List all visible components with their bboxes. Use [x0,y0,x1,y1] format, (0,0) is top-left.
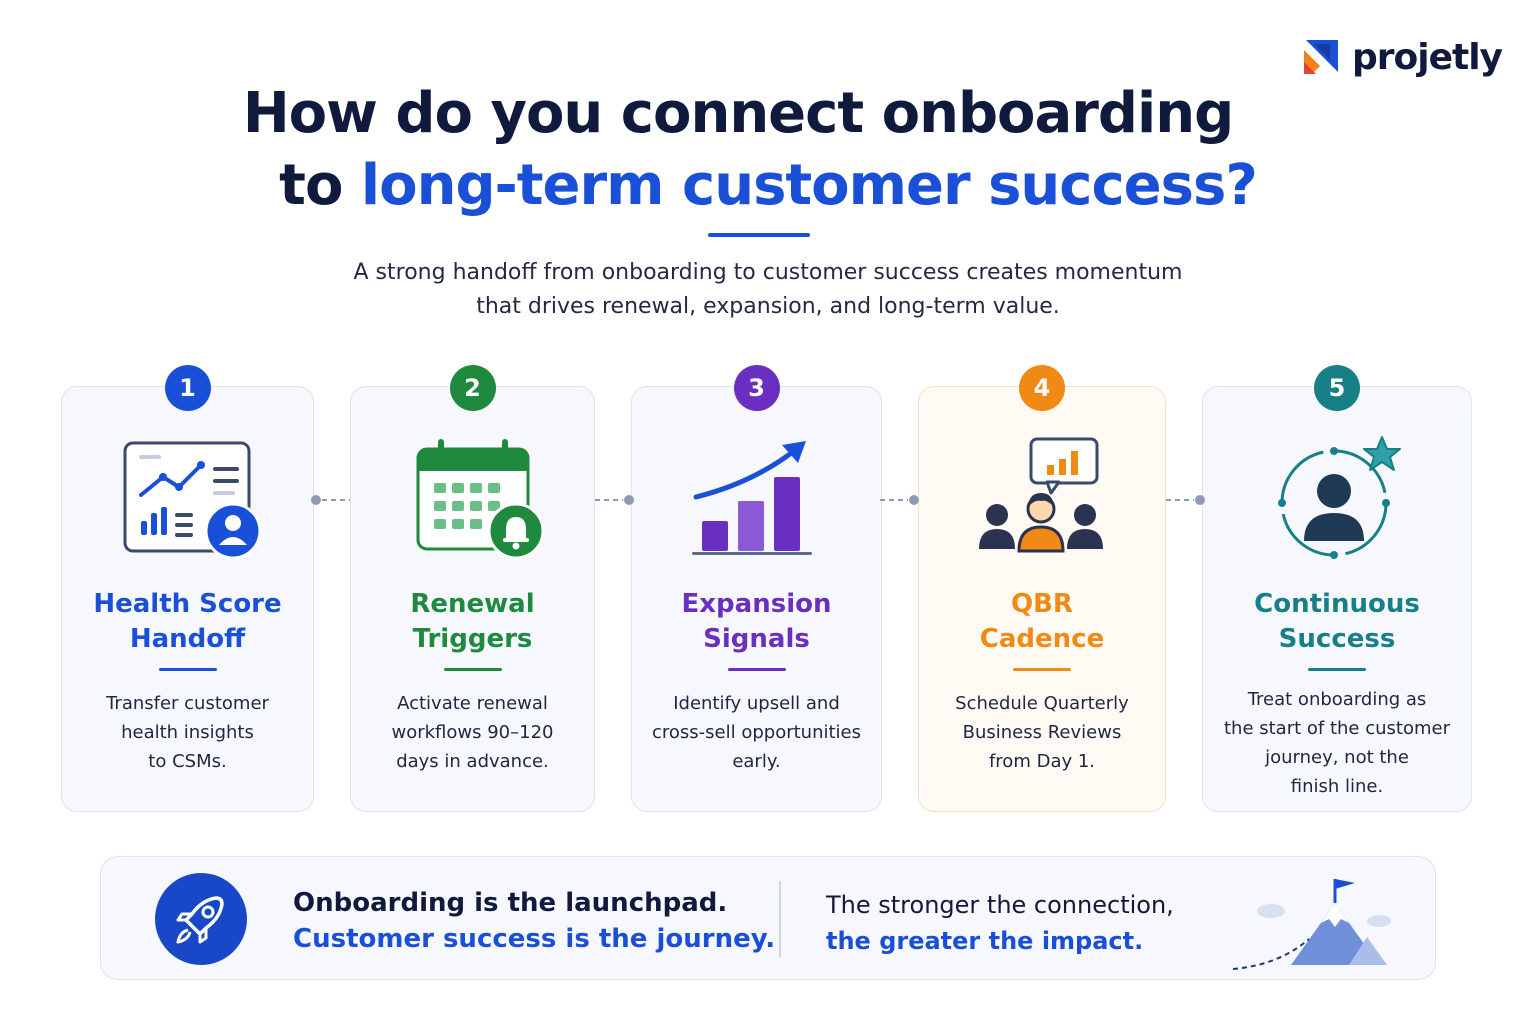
banner-right-text: The stronger the connection, the greater… [826,887,1174,959]
step-title-line-1: Health Score [93,589,282,619]
step-number-badge: 5 [1314,365,1360,411]
dashboard-user-icon [123,441,261,560]
title-highlight: long-term customer success? [360,153,1258,218]
step-title-line-1: Expansion [681,589,832,619]
step-title: QBR Cadence [919,587,1165,657]
step-number-badge: 2 [449,365,496,411]
step-card-expansion-signals: 3 Expansion Signals Identify upsell and … [631,365,882,812]
step-number-badge: 1 [164,365,211,411]
subtitle: A strong handoff from onboarding to cust… [0,256,1536,324]
step-number-badge: 3 [733,365,780,411]
step-description: Transfer customer health insights to CSM… [62,689,313,776]
step-title: Health Score Handoff [62,587,313,657]
banner-left-line-2: Customer success is the journey. [293,924,776,954]
step-title-line-2: Cadence [979,624,1105,654]
title-line-2-prefix: to [279,153,361,218]
rocket-icon [155,873,247,965]
step-desc-line: early. [732,751,781,772]
step-description: Treat onboarding as the start of the cus… [1203,685,1471,801]
step-title-rule [727,668,786,671]
meeting-people-icon [979,437,1103,553]
step-card-renewal-triggers: 2 Renewal Triggers Activate renewal work… [350,365,595,812]
step-desc-line: cross-sell opportunities [651,722,861,743]
step-desc-line: health insights [121,722,254,743]
step-number-badge: 4 [1019,365,1065,411]
subtitle-line-2: that drives renewal, expansion, and long… [476,294,1060,319]
banner-left-line-1: Onboarding is the launchpad. [293,888,728,918]
title-line-1: How do you connect onboarding [242,81,1234,146]
step-title: Renewal Triggers [351,587,594,657]
step-title-rule [158,668,217,671]
step-title: Expansion Signals [632,587,881,657]
step-title: Continuous Success [1203,587,1471,657]
step-card-qbr-cadence: 4 QBR Cadence Schedule Quarterly Busines… [918,365,1166,812]
step-title-rule [443,668,502,671]
step-desc-line: Schedule Quarterly [955,693,1129,714]
step-title-line-2: Success [1278,624,1396,654]
step-title-line-2: Triggers [412,624,533,654]
step-title-line-1: QBR [1011,589,1073,619]
step-desc-line: Treat onboarding as [1247,689,1427,710]
banner-divider [779,881,781,957]
step-title-line-1: Continuous [1254,589,1420,619]
title-line-2: to long-term customer success? [0,150,1536,222]
step-desc-line: Transfer customer [106,693,269,714]
projetly-logo-icon [1304,40,1338,74]
calendar-bell-icon [416,439,544,560]
step-card-continuous-success: 5 Continuous Success Treat onboarding as… [1202,365,1472,812]
step-connector [880,495,919,505]
user-star-cycle-icon [1278,436,1401,559]
step-title-line-1: Renewal [410,589,535,619]
step-connector [1166,495,1205,505]
step-desc-line: Activate renewal [397,693,548,714]
step-card-health-score: 1 Health Score Handoff Transfer customer… [61,365,314,812]
step-desc-line: Identify upsell and [673,693,840,714]
step-description: Schedule Quarterly Business Reviews from… [919,689,1165,776]
step-connector [311,495,350,505]
step-desc-line: workflows 90–120 [391,722,554,743]
step-description: Identify upsell and cross-sell opportuni… [632,689,881,776]
title-underline [708,233,810,237]
banner-right-line-1: The stronger the connection, [826,891,1174,919]
brand-name: projetly [1352,36,1503,78]
banner-left-text: Onboarding is the launchpad. Customer su… [293,885,775,957]
step-description: Activate renewal workflows 90–120 days i… [351,689,594,776]
page-title: How do you connect onboarding to long-te… [0,78,1536,222]
step-title-rule [1308,668,1366,671]
step-desc-line: finish line. [1290,776,1384,797]
step-title-line-2: Signals [703,624,810,654]
mountain-flag-icon [1232,879,1391,970]
summary-banner: Onboarding is the launchpad. Customer su… [100,856,1436,980]
subtitle-line-1: A strong handoff from onboarding to cust… [353,260,1183,285]
step-title-line-2: Handoff [129,624,246,654]
step-connector [595,495,634,505]
brand-logo: projetly [1300,36,1503,78]
step-desc-line: journey, not the [1265,747,1409,768]
step-desc-line: from Day 1. [988,751,1096,772]
step-desc-line: Business Reviews [962,722,1122,743]
step-desc-line: to CSMs. [148,751,227,772]
banner-right-line-2: the greater the impact. [826,927,1144,955]
growth-chart-icon [691,441,812,555]
step-desc-line: the start of the customer [1223,718,1450,739]
step-desc-line: days in advance. [396,751,549,772]
step-title-rule [1013,668,1071,671]
